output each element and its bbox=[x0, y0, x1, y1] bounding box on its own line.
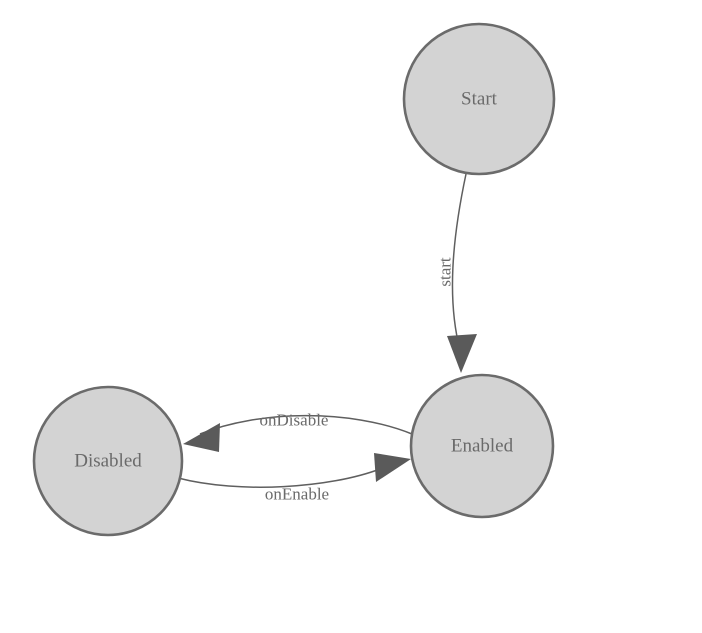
edge-enabled-disabled-path bbox=[199, 414, 413, 435]
node-disabled-label: Disabled bbox=[74, 451, 142, 472]
edge-disabled-enabled[interactable]: onEnable bbox=[177, 453, 411, 504]
edge-label-onenable: onEnable bbox=[265, 485, 329, 504]
edge-disabled-enabled-path bbox=[177, 468, 381, 488]
edge-enabled-disabled[interactable]: onDisable bbox=[183, 411, 413, 453]
node-start-circle bbox=[402, 22, 556, 176]
node-disabled[interactable]: Disabled bbox=[32, 385, 184, 537]
node-start-label: Start bbox=[461, 89, 498, 110]
node-enabled-label: Enabled bbox=[451, 436, 514, 457]
node-enabled-circle bbox=[409, 373, 555, 519]
node-enabled[interactable]: Enabled bbox=[409, 373, 555, 519]
edge-start-enabled-path bbox=[451, 173, 467, 351]
edge-start-enabled-arrowhead bbox=[447, 334, 477, 373]
edge-label-ondisable: onDisable bbox=[260, 411, 329, 430]
node-start[interactable]: Start bbox=[402, 22, 556, 176]
node-disabled-circle bbox=[32, 385, 184, 537]
edge-start-enabled[interactable]: start bbox=[436, 173, 478, 373]
edge-disabled-enabled-arrowhead bbox=[374, 453, 411, 482]
edge-label-start: start bbox=[436, 257, 455, 287]
edge-enabled-disabled-arrowhead bbox=[183, 423, 220, 452]
